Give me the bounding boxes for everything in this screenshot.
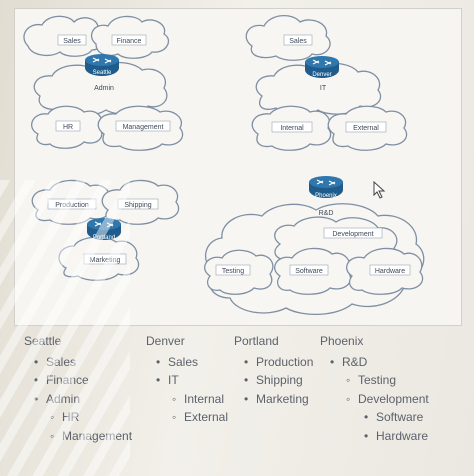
list-heading-seattle: Seattle [24, 334, 62, 348]
router-icon-phoenix [309, 176, 343, 198]
list-portland: Portland Production Shipping Marketing [234, 332, 313, 408]
site-hierarchy-lists: Seattle Sales Finance Admin HR Managemen… [0, 332, 474, 476]
list-item: R&D [320, 353, 429, 372]
list-item: Production [234, 353, 313, 372]
list-item: IT [146, 371, 228, 390]
router-icon-portland [87, 218, 121, 240]
seattle-finance-label: Finance [117, 38, 142, 45]
list-denver: Denver Sales IT Internal External [146, 332, 228, 427]
network-diagram: Sales Finance Admin HR Management Seattl… [23, 15, 425, 316]
list-item: Shipping [234, 371, 313, 390]
portland-shipping-label: Shipping [124, 202, 151, 209]
router-label-denver: Denver [312, 72, 331, 78]
list-item: Admin [24, 390, 132, 409]
list-heading-phoenix: Phoenix [320, 334, 364, 348]
denver-internal-label: Internal [280, 125, 304, 132]
portland-marketing-label: Marketing [90, 257, 121, 264]
list-subitem: Testing [320, 371, 429, 390]
list-item: Marketing [234, 390, 313, 409]
seattle-admin-label: Admin [94, 85, 114, 92]
router-label-portland: Portland [93, 235, 115, 241]
seattle-hr-label: HR [63, 124, 73, 131]
seattle-sales-label: Sales [63, 38, 81, 45]
list-item: Finance [24, 371, 132, 390]
seattle-management-label: Management [123, 124, 164, 131]
list-subitem: HR [24, 408, 132, 427]
list-heading-denver: Denver [146, 334, 185, 348]
phoenix-rnd-label: R&D [319, 210, 334, 217]
list-subitem: External [146, 408, 228, 427]
list-subitem: Internal [146, 390, 228, 409]
list-subitem: Development [320, 390, 429, 409]
router-label-phoenix: Phoenix [315, 193, 337, 199]
phoenix-hardware-label: Hardware [375, 268, 405, 275]
list-subsubitem: Software [320, 408, 429, 427]
list-item: Sales [146, 353, 228, 372]
phoenix-development-label: Development [332, 231, 373, 238]
denver-external-label: External [353, 125, 379, 132]
list-subsubitem: Hardware [320, 427, 429, 446]
list-phoenix: Phoenix R&D Testing Development Software… [320, 332, 429, 446]
list-heading-portland: Portland [234, 334, 279, 348]
router-icon-denver [305, 56, 339, 78]
router-label-seattle: Seattle [93, 70, 112, 76]
router-icon-seattle [85, 54, 119, 76]
portland-production-label: Production [55, 202, 89, 209]
mouse-cursor-icon [373, 181, 386, 199]
list-subitem: Management [24, 427, 132, 446]
list-item: Sales [24, 353, 132, 372]
phoenix-testing-label: Testing [222, 268, 244, 275]
denver-it-label: IT [320, 85, 327, 92]
list-seattle: Seattle Sales Finance Admin HR Managemen… [24, 332, 132, 446]
denver-sales-label: Sales [289, 38, 307, 45]
phoenix-software-label: Software [295, 268, 323, 275]
